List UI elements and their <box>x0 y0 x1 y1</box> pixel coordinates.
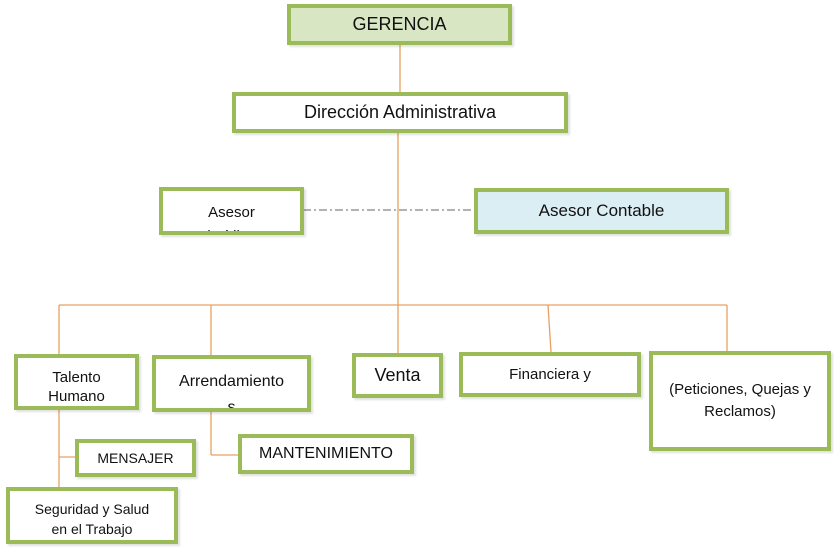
node-asesor-contable-label: Asesor Contable <box>538 201 665 220</box>
node-direccion: Dirección Administrativa <box>232 92 568 133</box>
node-arrendamientos: Arrendamiento s <box>152 355 311 412</box>
node-arrendamientos-label: Arrendamiento s <box>179 373 284 412</box>
node-asesor-left-label: Asesor jurídico <box>207 204 255 231</box>
node-talento-humano: Talento Humano <box>14 354 139 410</box>
node-financiera-label: Financiera y <box>509 366 591 383</box>
node-gerencia-label: GERENCIA <box>352 14 447 34</box>
connector-drop-financiera <box>547 304 552 353</box>
node-gerencia: GERENCIA <box>287 4 512 45</box>
node-venta: Venta <box>352 353 443 398</box>
node-mensajero: MENSAJER <box>75 439 196 477</box>
node-pqr: (Peticiones, Quejas y Reclamos) <box>649 351 831 451</box>
node-mensajero-label: MENSAJER <box>97 450 174 466</box>
node-talento-humano-label: Talento Humano <box>48 369 105 405</box>
node-pqr-label: (Peticiones, Quejas y Reclamos) <box>669 381 811 420</box>
node-direccion-label: Dirección Administrativa <box>303 102 497 122</box>
node-mantenimiento: MANTENIMIENTO <box>238 434 414 474</box>
node-seguridad-salud: Seguridad y Salud en el Trabajo <box>6 487 178 544</box>
node-venta-label: Venta <box>374 365 421 385</box>
node-financiera: Financiera y <box>459 352 641 397</box>
node-mantenimiento-label: MANTENIMIENTO <box>259 445 393 462</box>
node-asesor-contable: Asesor Contable <box>474 188 729 234</box>
node-asesor-left: Asesor jurídico <box>159 187 304 235</box>
node-seguridad-salud-label: Seguridad y Salud en el Trabajo <box>34 501 150 537</box>
